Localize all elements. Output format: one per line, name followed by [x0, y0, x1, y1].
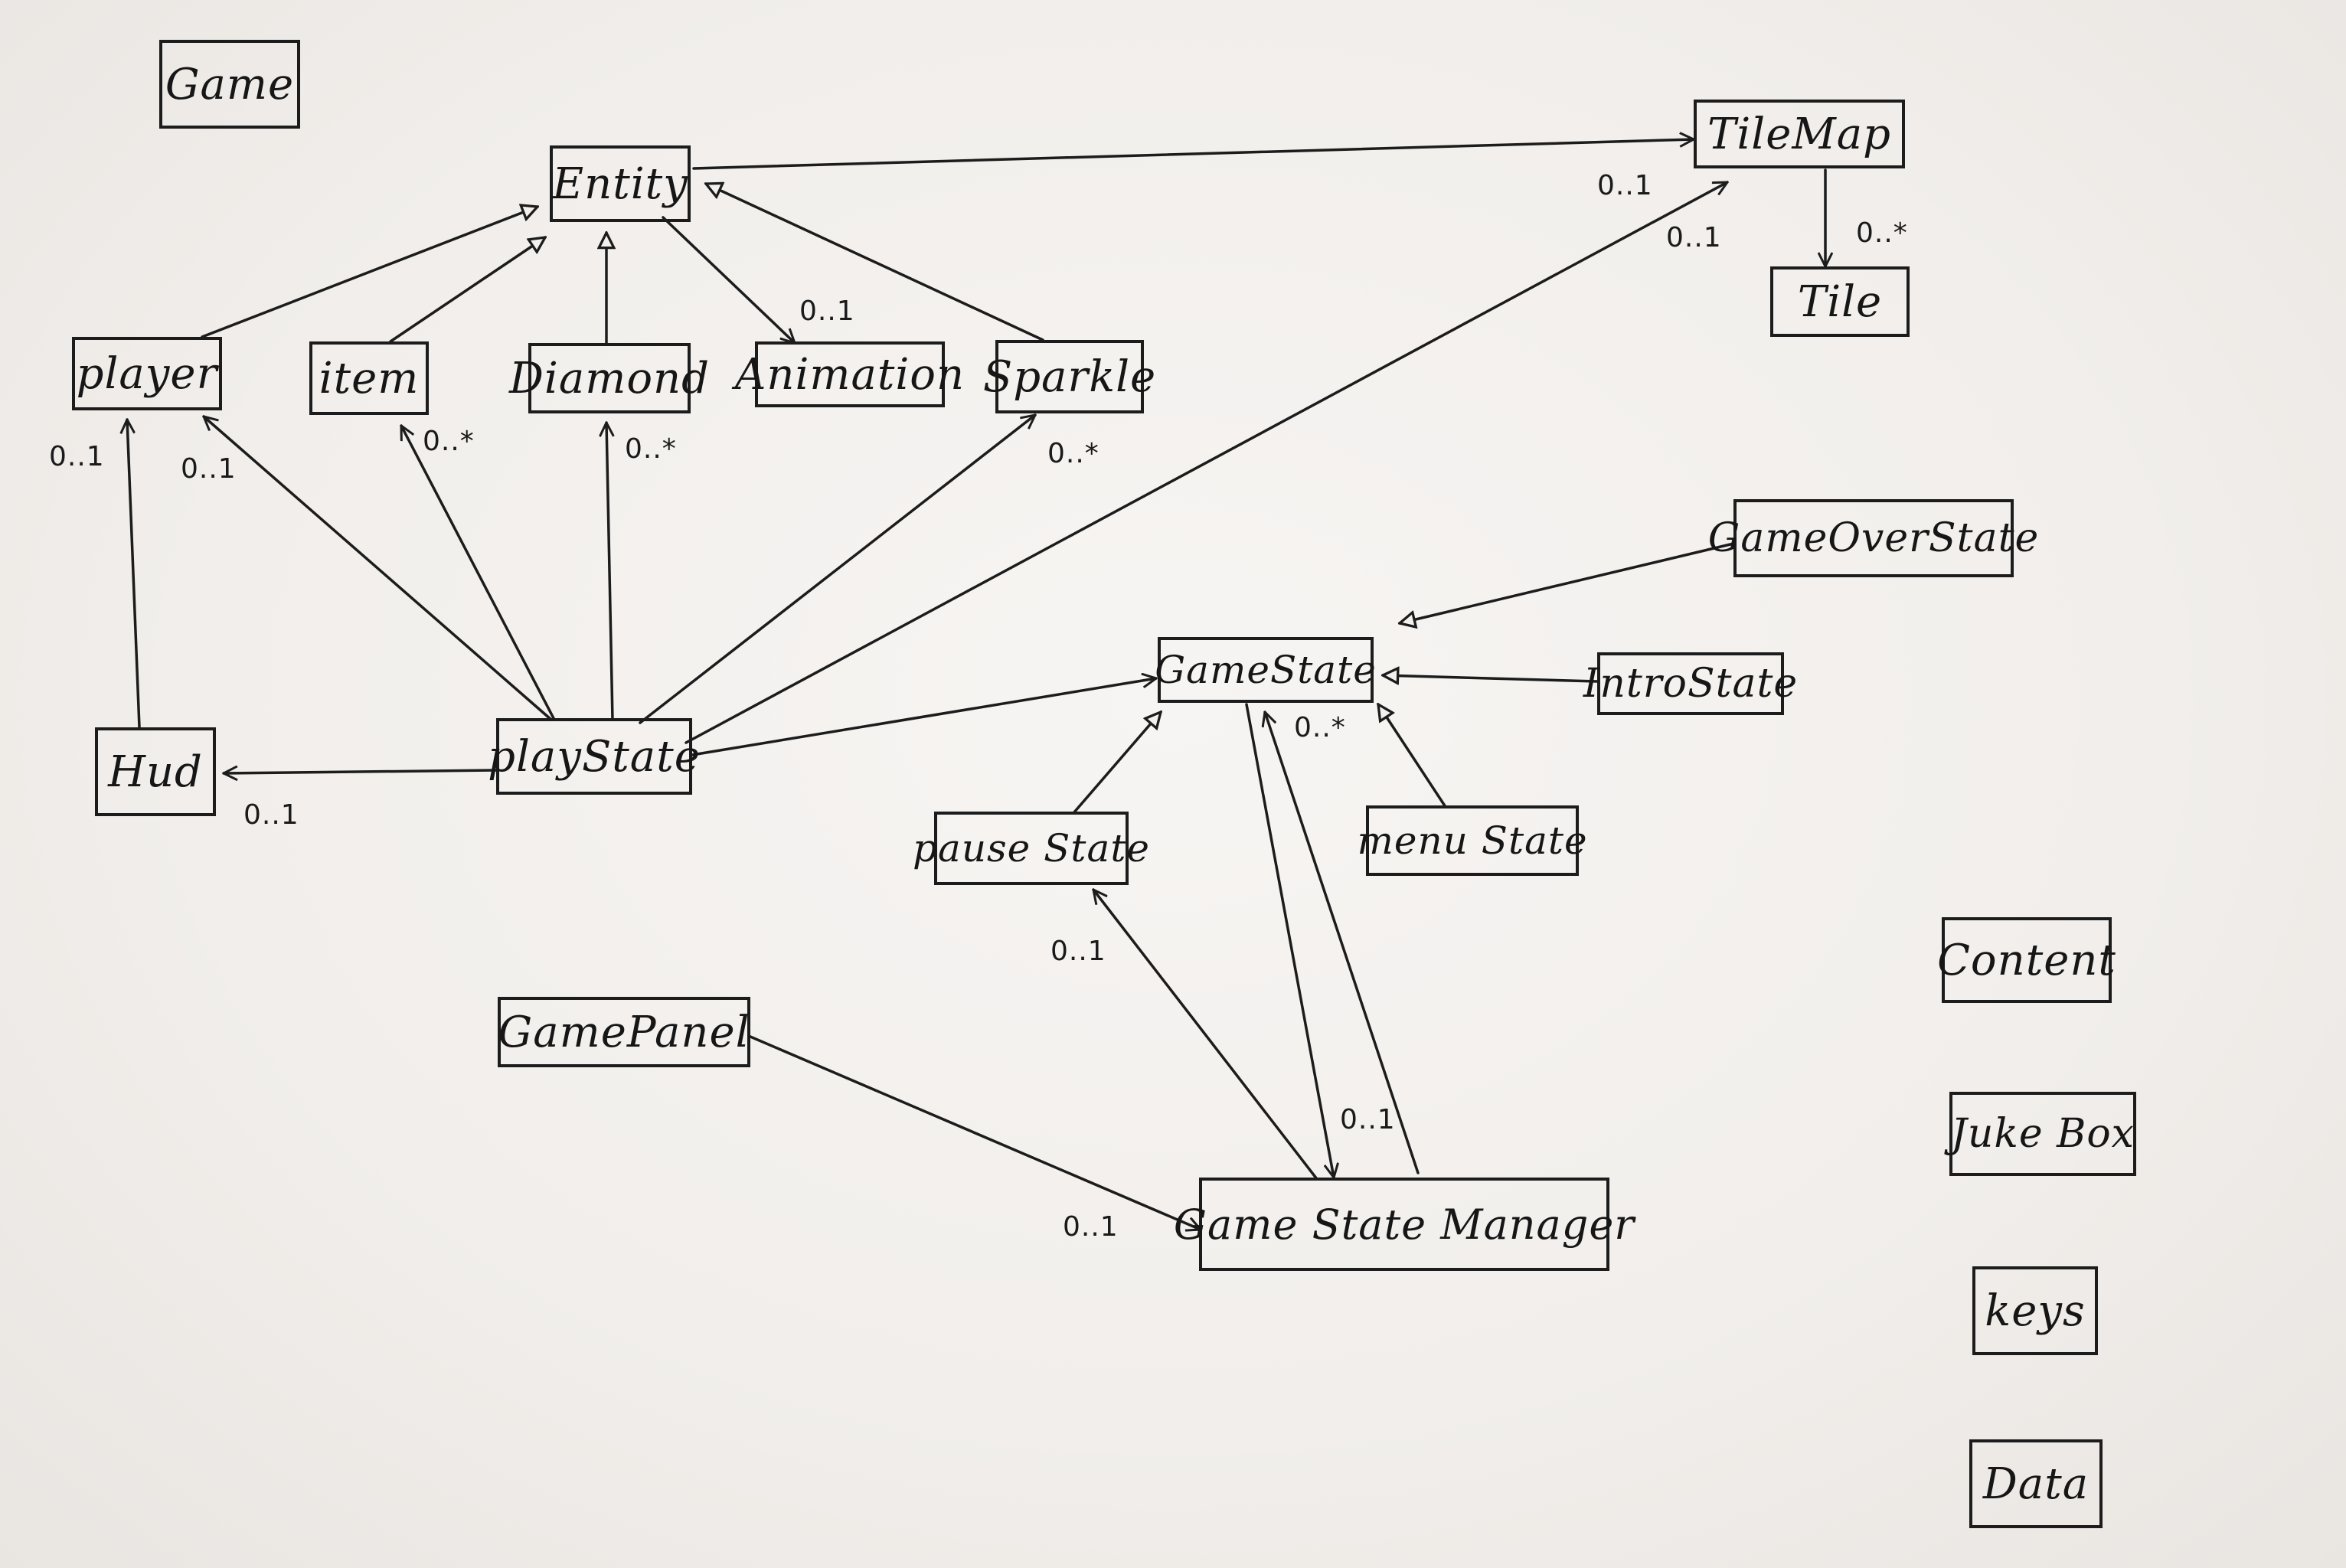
- class-entity: Entity: [550, 145, 691, 222]
- class-menustate: menu State: [1357, 805, 1587, 876]
- class-gamepanel: GamePanel: [498, 997, 750, 1067]
- mult-gamestate-manager: 0..1: [1340, 1104, 1396, 1135]
- mult-playstate-item: 0..*: [423, 426, 475, 457]
- mult-hud-player: 0..1: [49, 441, 105, 472]
- edge-playstate-diamond: [606, 421, 613, 721]
- edge-playstate-sparkle: [639, 415, 1035, 724]
- edge-entity-tilemap: [692, 139, 1695, 170]
- class-item: item: [309, 341, 429, 415]
- edge-manager-pausestate: [1093, 890, 1318, 1181]
- class-keys: keys: [1972, 1266, 2098, 1355]
- edge-intro-gamestate: [1383, 675, 1599, 681]
- class-playstate: playState: [488, 718, 700, 795]
- class-tile: Tile: [1770, 266, 1910, 337]
- edge-gamestate-manager: [1245, 703, 1334, 1178]
- edge-entity-animation: [662, 216, 795, 343]
- edge-sparkle-entity: [706, 184, 1044, 341]
- edge-player-entity: [201, 207, 537, 338]
- class-player: player: [72, 337, 222, 410]
- mult-manager-gamestate: 0..*: [1294, 712, 1346, 743]
- mult-playstate-hud: 0..1: [243, 799, 299, 831]
- edge-manager-gamestate: [1265, 712, 1420, 1174]
- edge-playstate-hud: [222, 770, 498, 773]
- edge-pause-gamestate: [1072, 712, 1161, 815]
- class-gamestate: GameState: [1155, 637, 1376, 703]
- edge-playstate-tilemap: [685, 181, 1727, 744]
- class-gamestatemanager: Game State Manager: [1174, 1178, 1634, 1271]
- mult-gamepanel-manager: 0..1: [1063, 1211, 1119, 1243]
- mult-tilemap-tile: 0..*: [1856, 217, 1908, 249]
- mult-playstate-tilemap: 0..1: [1666, 222, 1722, 253]
- mult-playstate-diamond: 0..*: [625, 433, 677, 465]
- edge-hud-player: [127, 418, 141, 729]
- edge-playstate-player: [204, 416, 553, 721]
- class-hud: Hud: [95, 727, 216, 816]
- class-gameoverstate: GameOverState: [1708, 499, 2038, 577]
- class-sparkle: Sparkle: [983, 340, 1155, 413]
- edge-gameover-gamestate: [1400, 542, 1735, 623]
- edge-playstate-gamestate: [691, 678, 1156, 756]
- edge-item-entity: [389, 237, 545, 343]
- class-pausestate: pause State: [913, 812, 1149, 885]
- class-data: Data: [1969, 1439, 2103, 1528]
- class-jukebox: Juke Box: [1949, 1092, 2136, 1176]
- mult-manager-pausestate: 0..1: [1050, 936, 1106, 967]
- mult-entity-tilemap: 0..1: [1597, 170, 1653, 201]
- mult-playstate-sparkle: 0..*: [1047, 438, 1099, 469]
- class-diamond: Diamond: [509, 343, 709, 413]
- edge-gamepanel-manager: [749, 1035, 1201, 1230]
- class-animation: Animation: [735, 341, 964, 407]
- mult-playstate-player: 0..1: [181, 453, 237, 485]
- mult-entity-animation: 0..1: [799, 296, 855, 327]
- class-tilemap: TileMap: [1694, 100, 1905, 168]
- edge-menu-gamestate: [1378, 704, 1447, 808]
- class-game: Game: [159, 40, 300, 129]
- class-introstate: IntroState: [1583, 652, 1797, 715]
- class-content: Content: [1937, 917, 2116, 1003]
- edge-playstate-item: [400, 426, 556, 721]
